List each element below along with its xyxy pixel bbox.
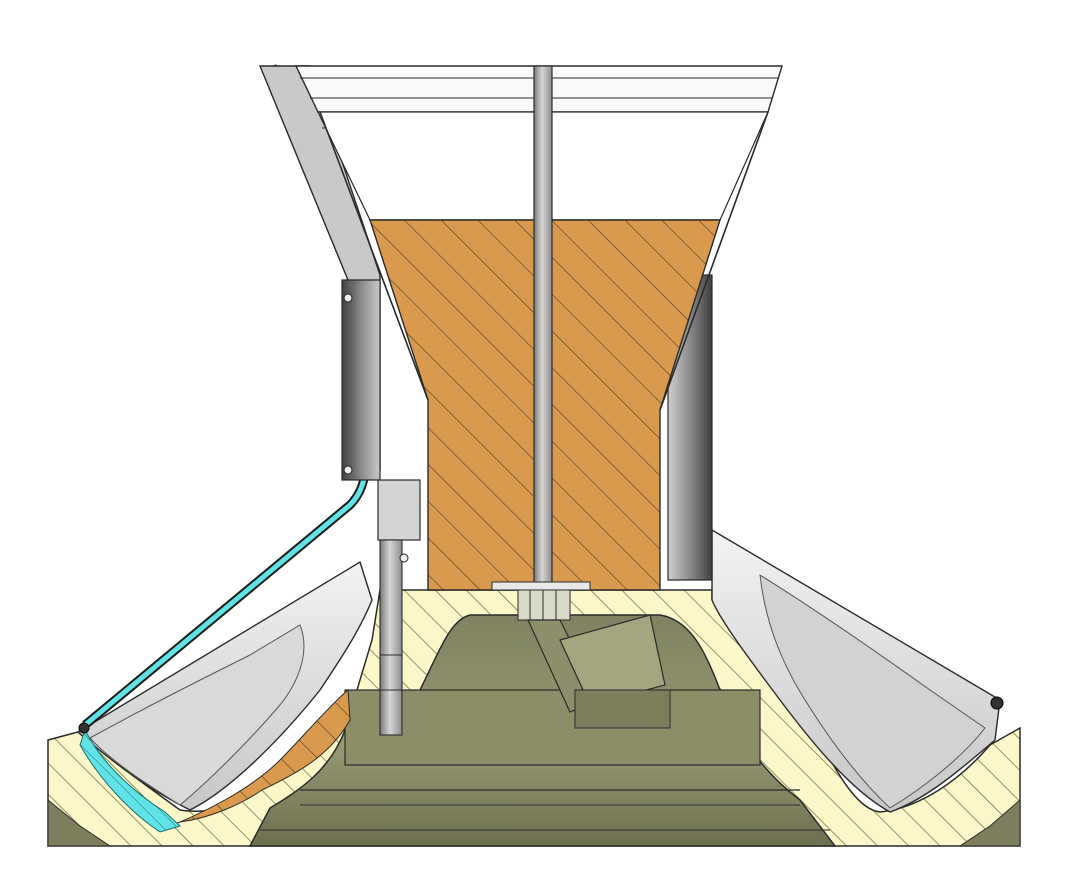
shaft-coupling xyxy=(517,589,571,621)
hose-end-fitting xyxy=(78,722,90,734)
right-floor-strip xyxy=(958,798,1021,847)
left-trough-fill xyxy=(159,688,351,831)
right-tray-inner-wall xyxy=(759,574,986,809)
valve-bolt xyxy=(399,553,409,563)
cyan-seal-pad xyxy=(79,728,181,833)
left-side-plate xyxy=(341,279,381,481)
valve-stem xyxy=(379,539,403,736)
left-plate-bolt-bottom xyxy=(343,465,353,475)
central-shaft xyxy=(533,65,553,587)
drive-motor-block xyxy=(574,689,671,729)
shaft-collar xyxy=(491,581,591,591)
drive-housing xyxy=(559,614,666,706)
right-bolt-head xyxy=(990,696,1004,710)
valve-housing xyxy=(377,479,421,541)
left-plate-bolt-top xyxy=(343,293,353,303)
hopper-right-edge xyxy=(659,111,769,411)
left-tray-inner-wall xyxy=(89,624,305,806)
base-step-upper xyxy=(344,689,761,766)
hopper-left-edge xyxy=(319,111,429,401)
left-floor-strip xyxy=(47,798,112,847)
